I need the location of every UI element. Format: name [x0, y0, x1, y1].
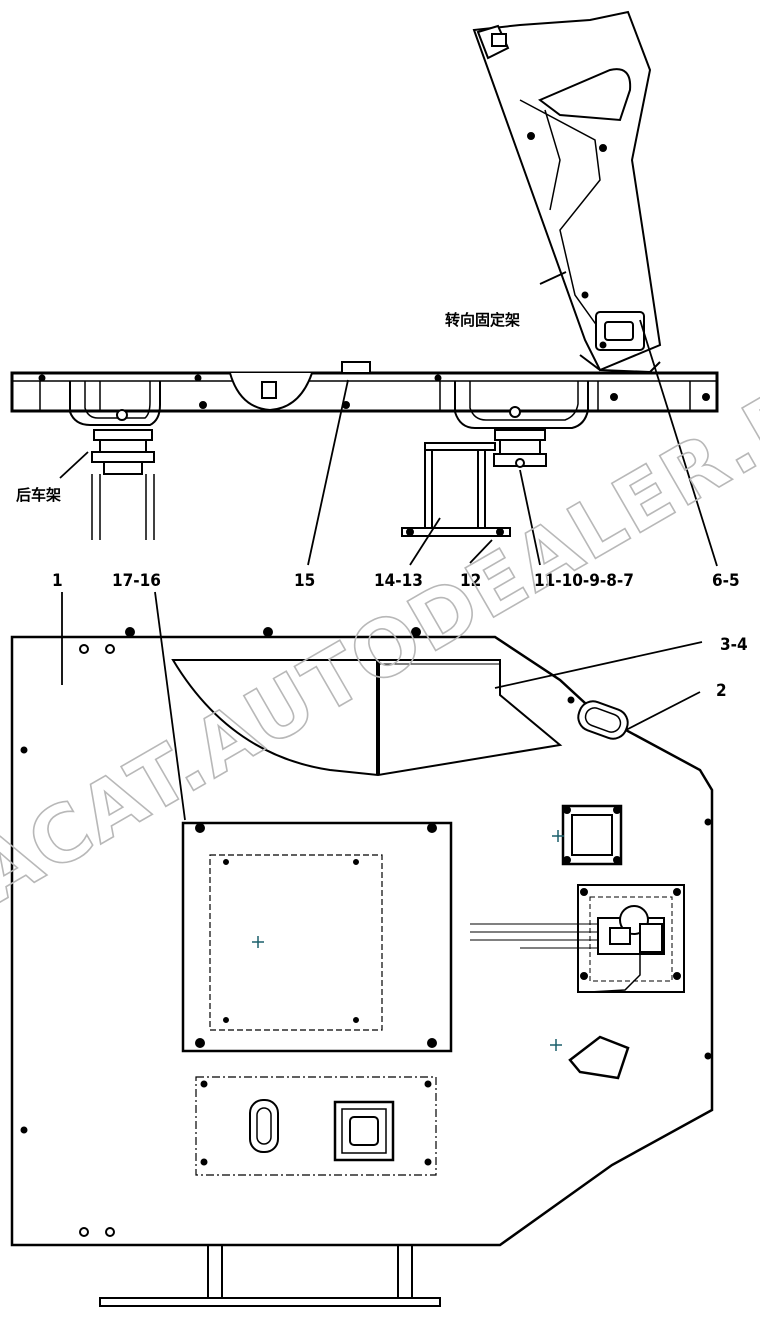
callout-17-16: 17-16 — [112, 571, 161, 591]
callout-11-10-9-8-7: 11-10-9-8-7 — [534, 571, 634, 591]
callout-14-13: 14-13 — [374, 571, 423, 591]
callout-2: 2 — [716, 681, 727, 701]
callout-12: 12 — [460, 571, 481, 591]
callout-6-5: 6-5 — [712, 571, 740, 591]
main-panel — [10, 635, 714, 1307]
callout-15: 15 — [294, 571, 315, 591]
label-rear-frame: 后车架 — [16, 486, 61, 504]
panel-fasteners — [20, 627, 712, 1237]
leader-lines — [59, 271, 718, 821]
callout-1: 1 — [52, 571, 63, 591]
floor-beam-assembly — [10, 361, 719, 429]
left-rubber-mount — [91, 429, 155, 540]
label-steering-bracket: 转向固定架 — [445, 311, 520, 329]
center-marks — [252, 830, 564, 1051]
right-rubber-mount — [401, 429, 547, 537]
callout-3-4: 3-4 — [720, 635, 748, 655]
callout-labels: 1 17-16 15 14-13 12 11-10-9-8-7 6-5 3-4 … — [16, 311, 748, 701]
steering-column-bracket — [472, 10, 662, 374]
